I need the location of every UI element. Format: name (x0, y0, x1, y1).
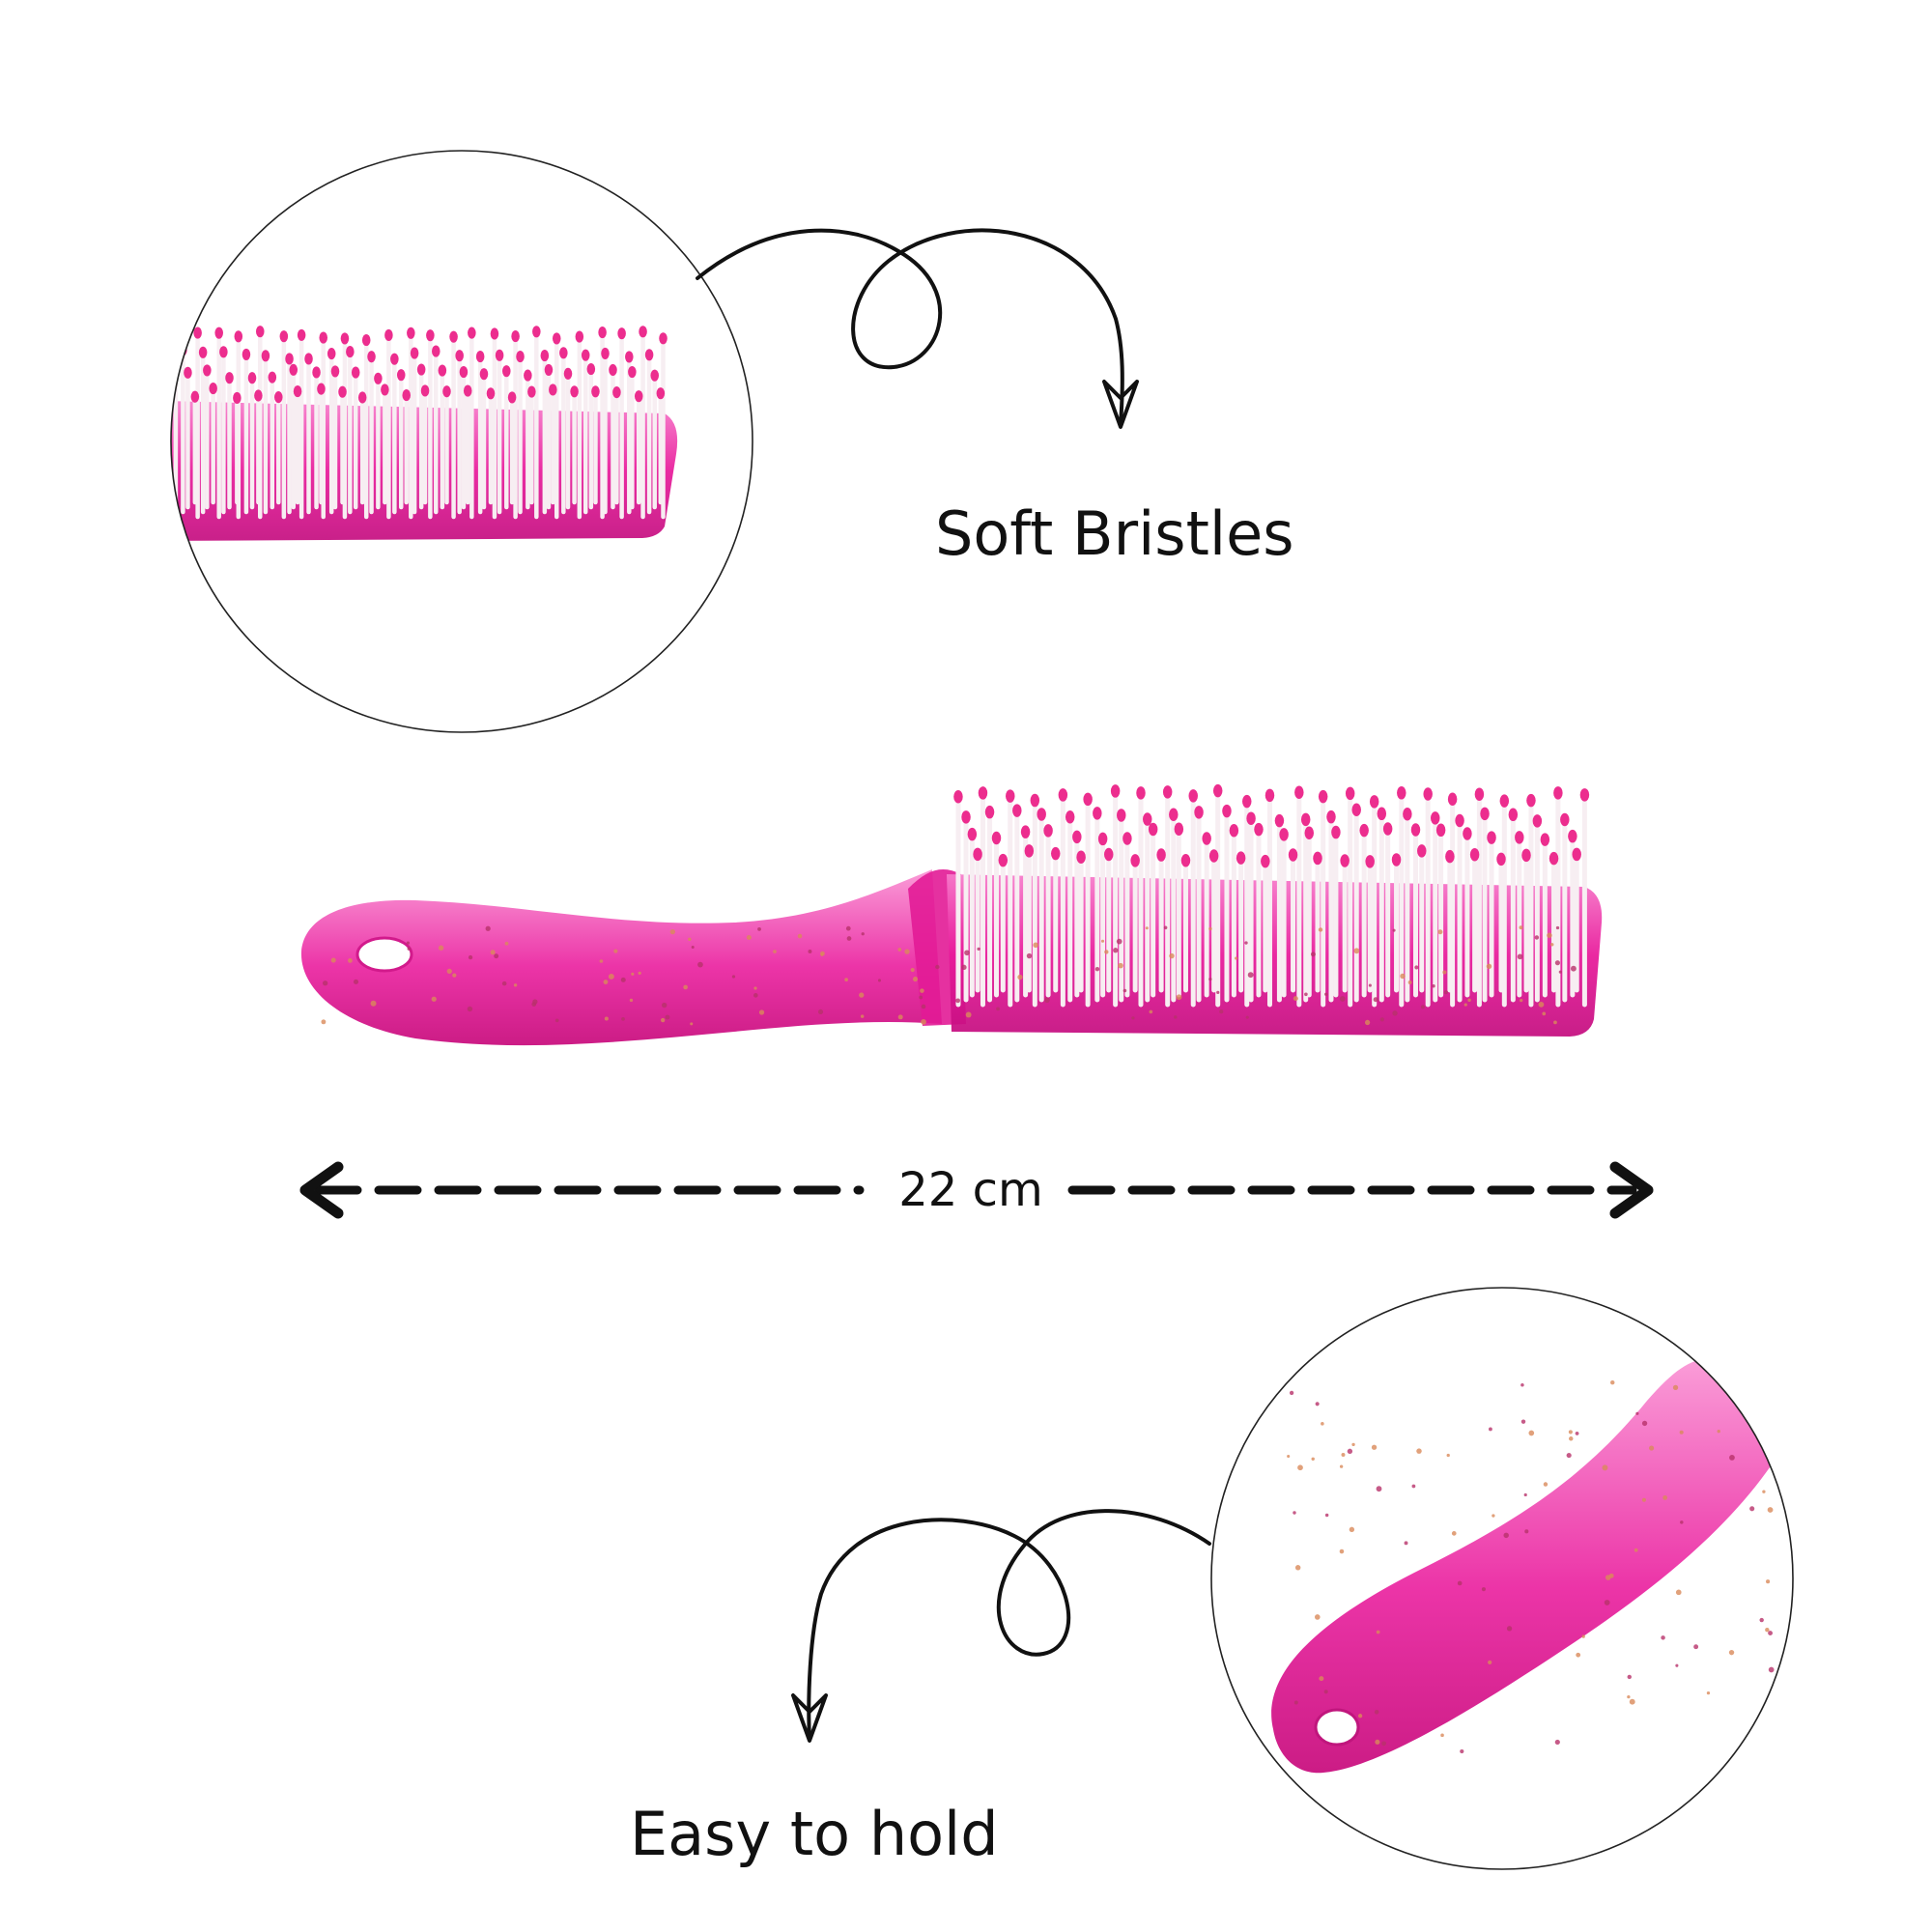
dimension-arrow-right (1609, 1161, 1654, 1219)
length-label: 22 cm (889, 1167, 1053, 1213)
easy-to-hold-label: Easy to hold (630, 1799, 999, 1869)
brush-handle (300, 869, 942, 1046)
glitter-specks (321, 925, 1577, 1026)
bristle-group-main (953, 783, 1590, 1008)
bristle-group-zoom (171, 326, 668, 520)
dimension-arrow-left (299, 1161, 344, 1219)
bristles-zoom-circle (170, 150, 753, 733)
handle-hole (355, 936, 413, 973)
handle-zoom-circle (1210, 1287, 1794, 1870)
curly-arrow-bottom (807, 1509, 1211, 1741)
curly-arrow-top (696, 228, 1124, 427)
arrow-head-top (1102, 380, 1139, 429)
soft-bristles-label: Soft Bristles (935, 498, 1294, 569)
hair-brush (300, 783, 1603, 1046)
dimension-line (299, 1161, 1654, 1219)
arrow-head-bottom (791, 1693, 828, 1743)
